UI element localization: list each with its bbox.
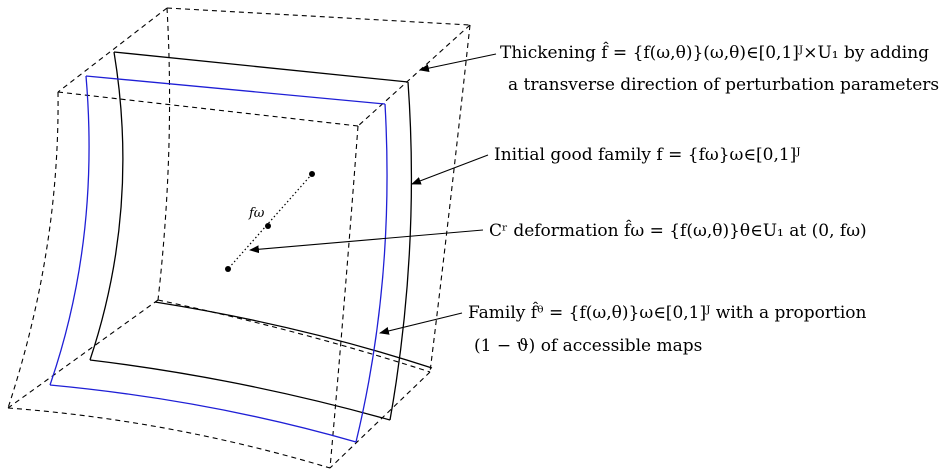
f-omega-point [265,223,271,229]
arrow-family [379,312,463,335]
initial-family-label: Initial good family f = {fω}ω∈[0,1]ᴶ [494,145,801,165]
initial-family-surfaces [89,51,433,421]
arrow-initial [411,154,489,185]
deformation-segment [225,171,315,272]
thickening-label-line2: a transverse direction of perturbation p… [508,75,939,95]
f-omega-label: fω [248,206,265,221]
family-label-line2: (1 − ϑ) of accessible maps [474,336,702,356]
perturbed-family-surface [49,75,388,443]
arrow-deformation [249,229,484,254]
thickened-box-dashed [7,7,471,469]
segment-endpoint-top [309,171,315,177]
segment-endpoint-bottom [225,266,231,272]
arrow-thickening [419,53,497,73]
deformation-label: Cʳ deformation f̂ω = {f(ω,θ)}θ∈U₁ at (0,… [489,220,867,241]
family-label-line1: Family f̂ᶿ = {f(ω,θ)}ω∈[0,1]ᴶ with a pro… [468,302,867,323]
thickening-label-line1: Thickening f̂ = {f(ω,θ)}(ω,θ)∈[0,1]ᴶ×U₁ … [500,42,929,63]
